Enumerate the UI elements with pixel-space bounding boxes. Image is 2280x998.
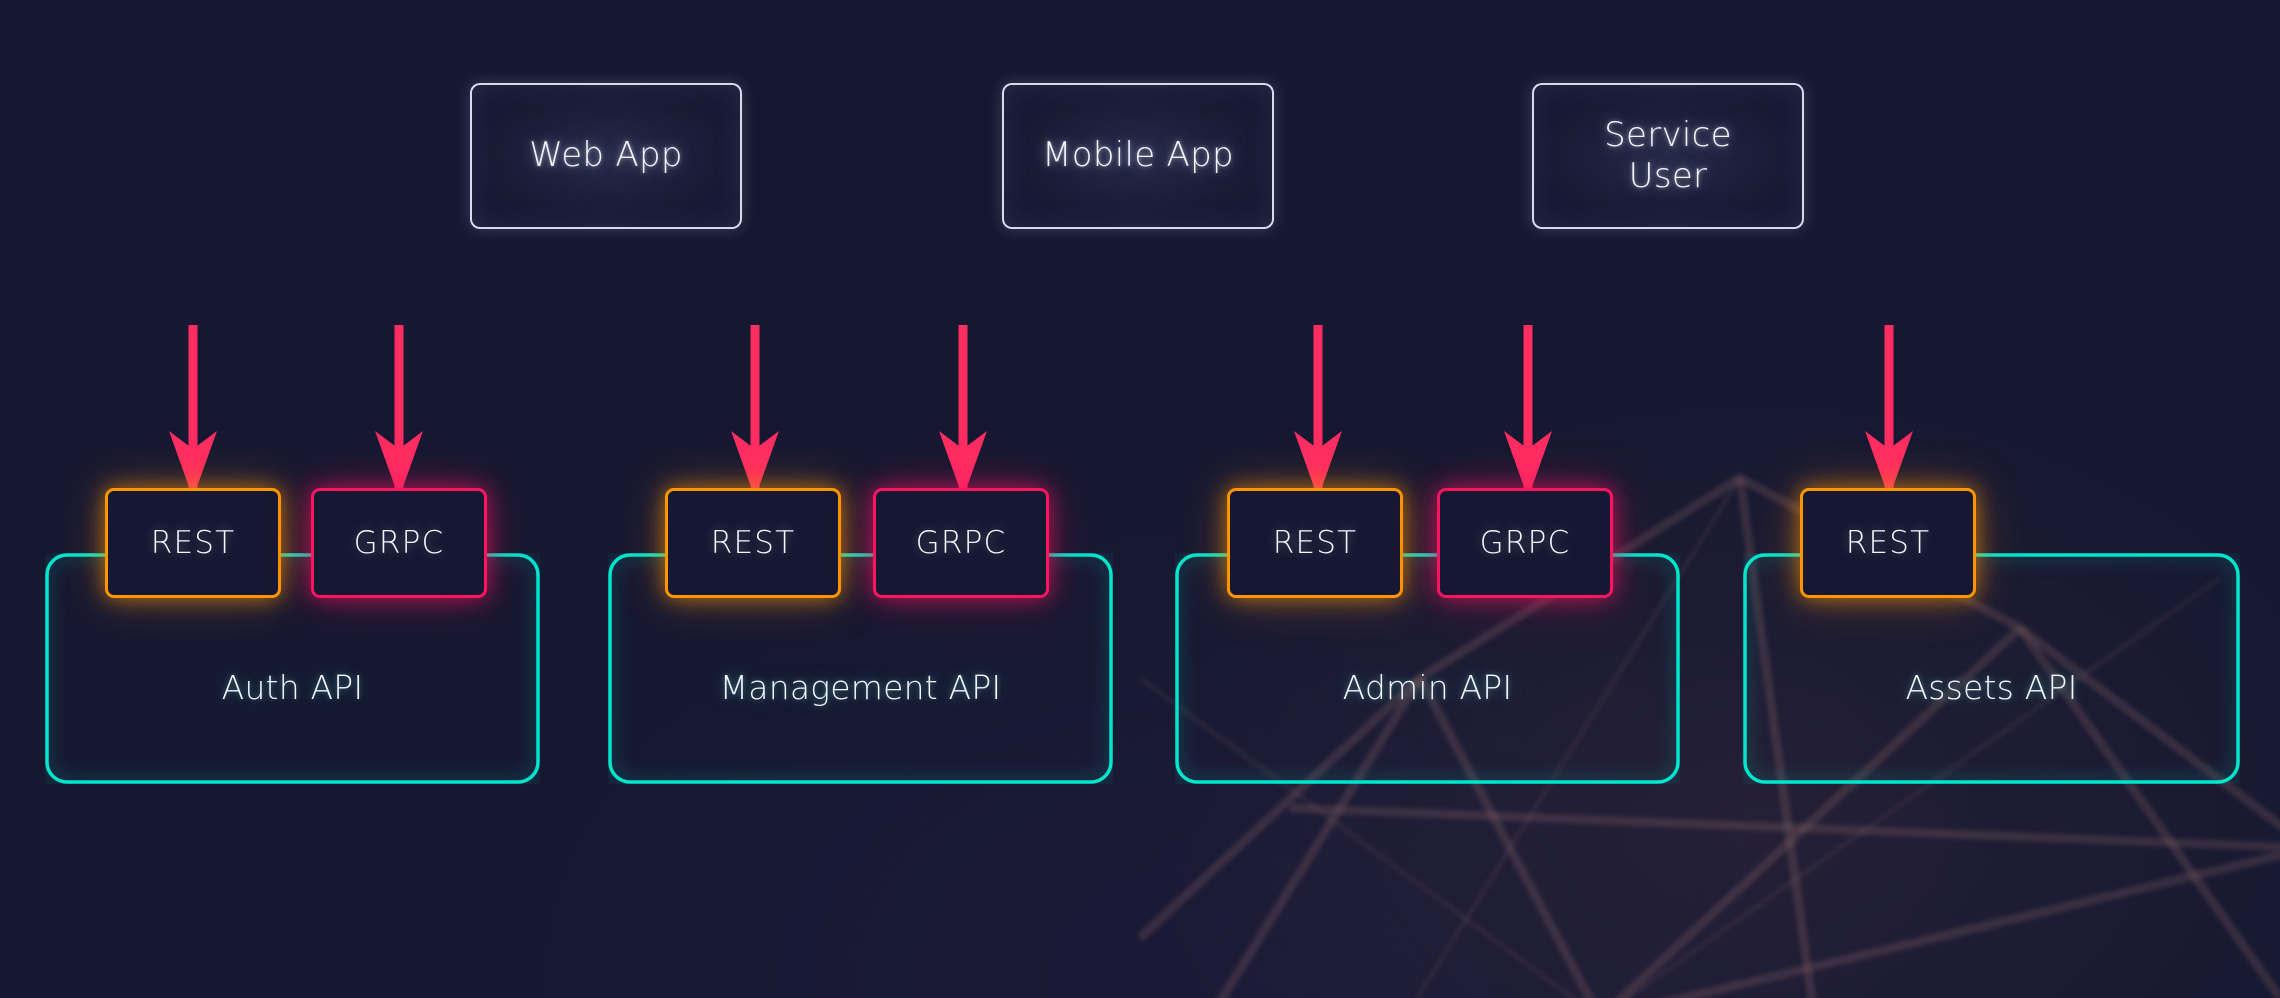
api-label-assets-api: Assets API [1905, 668, 2078, 707]
client-label-service-user: Service User [1604, 114, 1732, 196]
api-group-assets-api[interactable]: Assets API REST [1743, 488, 2240, 784]
arrow-to-auth-rest [169, 325, 217, 498]
arrow-to-admin-rest [1294, 325, 1342, 498]
client-label-mobile-app: Mobile App [1042, 135, 1234, 176]
client-box-mobile-app[interactable]: Mobile App [1002, 83, 1274, 229]
protocol-label-auth-rest: REST [150, 525, 236, 561]
api-group-auth-api[interactable]: Auth API REST GRPC [45, 488, 540, 784]
protocol-badge-auth-rest[interactable]: REST [105, 488, 281, 598]
protocol-label-admin-grpc: GRPC [1479, 525, 1571, 561]
protocol-badge-mgmt-rest[interactable]: REST [665, 488, 841, 598]
protocol-label-assets-rest: REST [1845, 525, 1931, 561]
client-label-web-app: Web App [529, 135, 683, 176]
protocol-label-auth-grpc: GRPC [353, 525, 445, 561]
arrow-to-mgmt-rest [731, 325, 779, 498]
api-group-admin-api[interactable]: Admin API REST GRPC [1175, 488, 1680, 784]
protocol-badge-auth-grpc[interactable]: GRPC [311, 488, 487, 598]
protocol-badge-assets-rest[interactable]: REST [1800, 488, 1976, 598]
arrow-to-auth-grpc [375, 325, 423, 498]
protocol-badge-admin-rest[interactable]: REST [1227, 488, 1403, 598]
protocol-label-admin-rest: REST [1272, 525, 1358, 561]
arrow-to-mgmt-grpc [939, 325, 987, 498]
protocol-badge-mgmt-grpc[interactable]: GRPC [873, 488, 1049, 598]
protocol-label-mgmt-grpc: GRPC [915, 525, 1007, 561]
client-box-web-app[interactable]: Web App [470, 83, 742, 229]
arrow-to-assets-rest [1865, 325, 1913, 498]
api-group-management-api[interactable]: Management API REST GRPC [608, 488, 1113, 784]
api-label-management-api: Management API [719, 668, 1002, 707]
client-box-service-user[interactable]: Service User [1532, 83, 1804, 229]
api-label-admin-api: Admin API [1342, 668, 1513, 707]
arrow-to-admin-grpc [1504, 325, 1552, 498]
protocol-badge-admin-grpc[interactable]: GRPC [1437, 488, 1613, 598]
protocol-label-mgmt-rest: REST [710, 525, 796, 561]
api-label-auth-api: Auth API [221, 668, 364, 707]
